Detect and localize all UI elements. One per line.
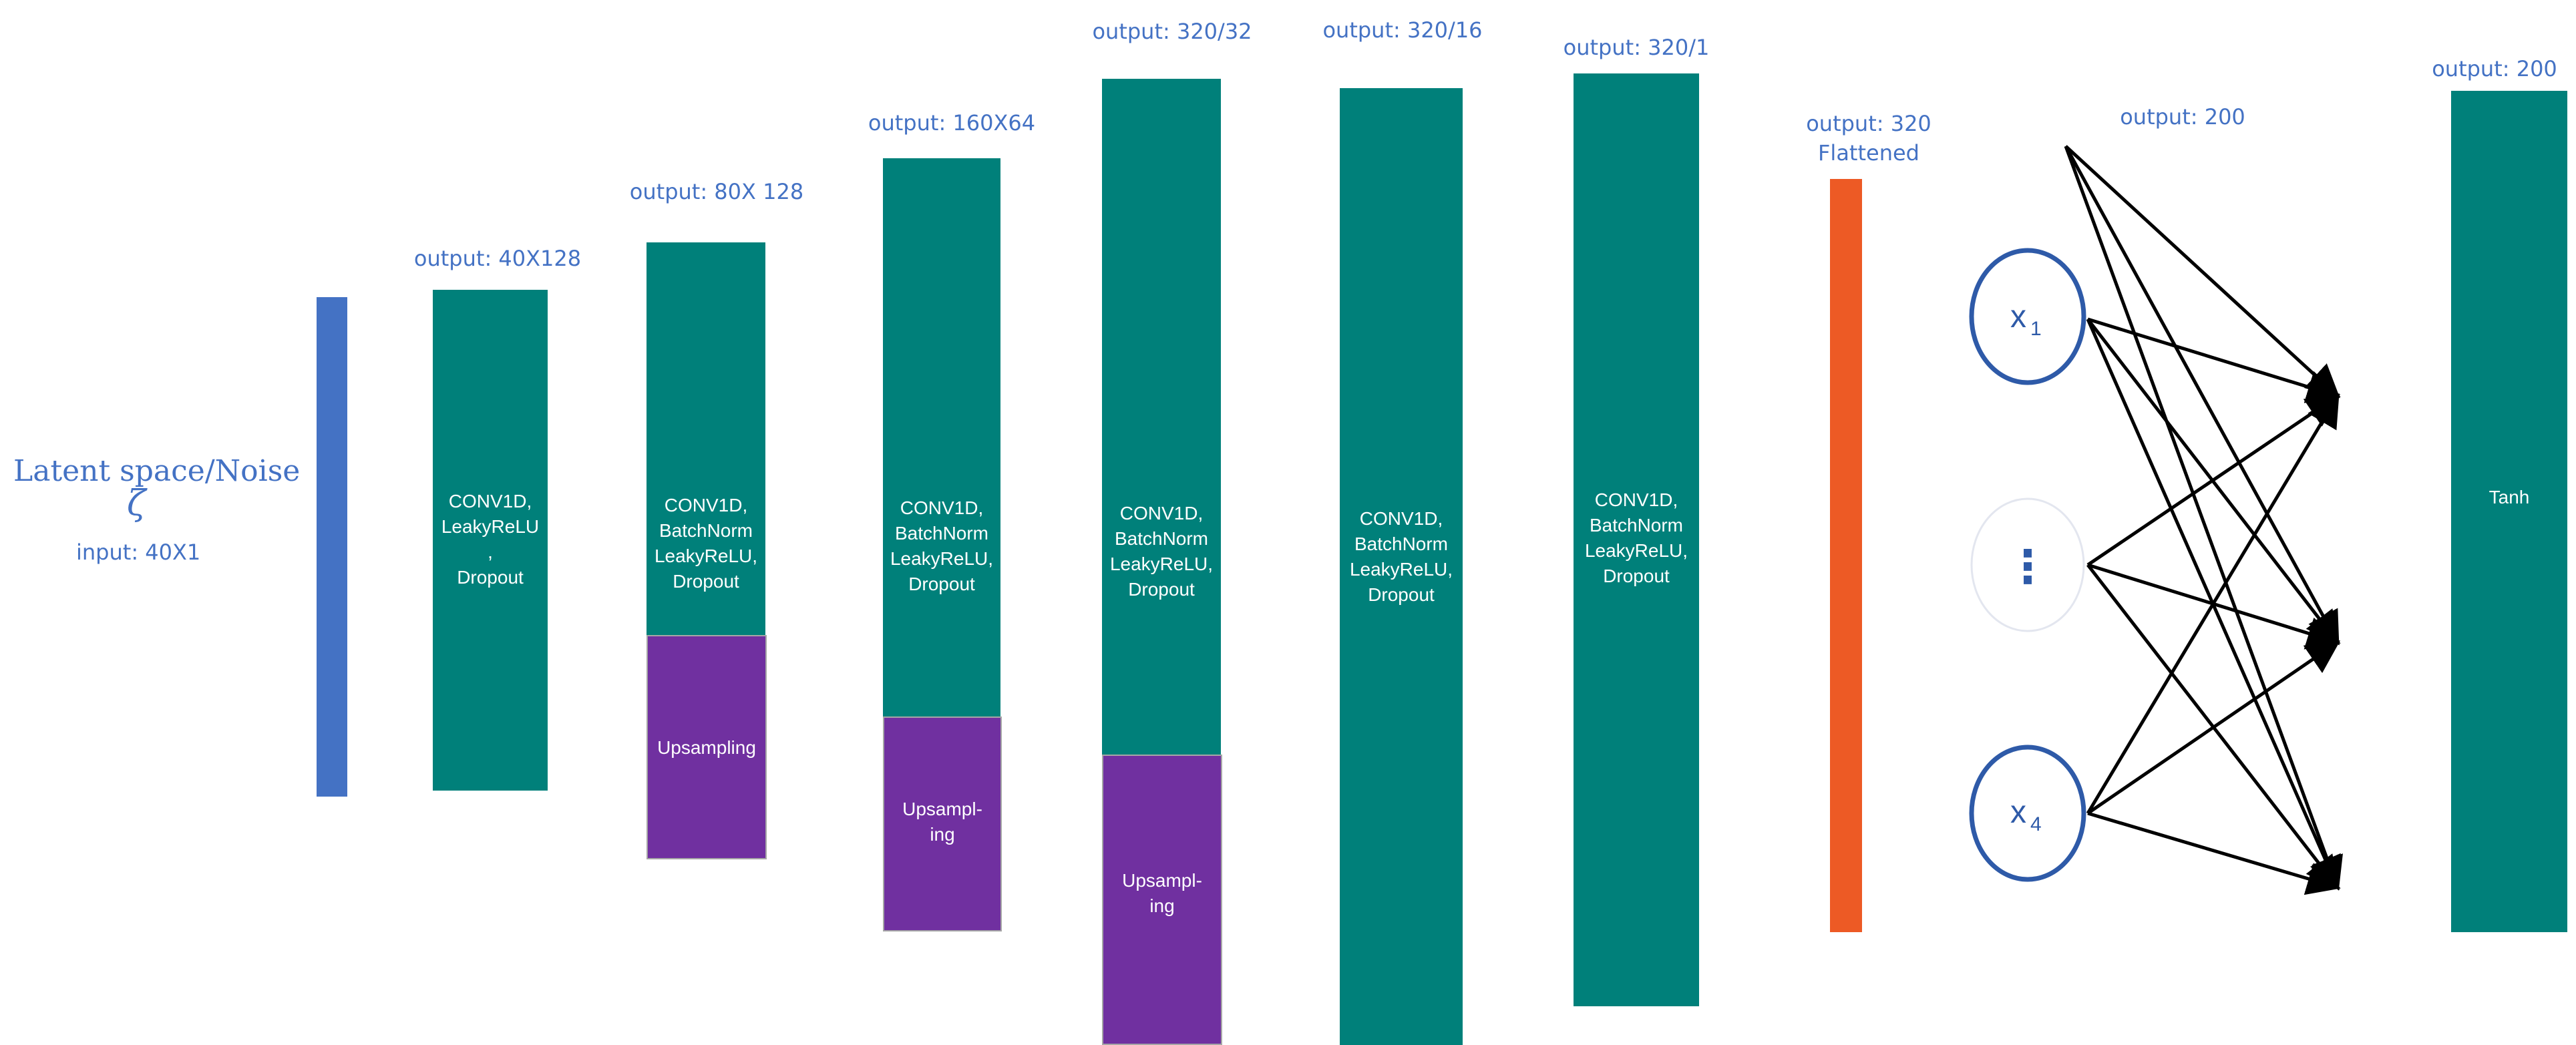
node-x4	[1969, 745, 2086, 882]
layer-5-output-label: output: 320/16	[1322, 17, 1483, 43]
layer-4-upsampling-label: Upsampl- ing	[1122, 870, 1202, 916]
connection-dots-to-out1	[2086, 394, 2341, 567]
connection-x1-to-out1	[2087, 317, 2341, 403]
layer-2-output-label: output: 80X 128	[629, 179, 804, 204]
tanh-output-block: Tanh	[2451, 91, 2567, 932]
node-ellipsis-dots: ⋮	[2005, 541, 2050, 594]
layer-3-output-label: output: 160X64	[868, 110, 1036, 136]
tanh-label: Tanh	[2489, 487, 2530, 507]
flatten-output-label: output: 320	[1806, 111, 1931, 136]
layer-3-upsampling-label: Upsampl- ing	[902, 799, 982, 845]
latent-symbol: ζ	[127, 483, 146, 524]
layer-6-output-label: output: 320/1	[1563, 35, 1710, 60]
node-x1-label: x	[2010, 299, 2026, 335]
connection-x4-to-out3	[2087, 811, 2341, 895]
layer-3-conv-label: CONV1D, BatchNorm LeakyReLU, Dropout	[890, 497, 994, 594]
node-x4-label: x	[2010, 795, 2026, 830]
layer-5-conv-label: CONV1D, BatchNorm LeakyReLU, Dropout	[1349, 508, 1453, 605]
layer-4-output-label: output: 320/32	[1092, 19, 1252, 44]
layer-4-upsampling-block: Upsampl- ing	[1102, 755, 1222, 1045]
layer-2-conv-label: CONV1D, BatchNorm LeakyReLU, Dropout	[654, 495, 758, 592]
connection-top-to-out1	[2064, 145, 2340, 399]
connection-x4-to-out1	[2086, 393, 2340, 815]
layer-2-upsampling-block: Upsampling	[647, 635, 767, 859]
node-ellipsis	[1970, 497, 2085, 632]
layer-2-upsampling-label: Upsampling	[657, 737, 756, 758]
layer-6-conv-block: CONV1D, BatchNorm LeakyReLU, Dropout	[1574, 73, 1699, 1006]
node-x1-subscript: 1	[2030, 318, 2042, 340]
layer-5-conv-block: CONV1D, BatchNorm LeakyReLU, Dropout	[1340, 88, 1463, 1045]
node-x4-subscript: 4	[2030, 813, 2042, 835]
layer-4-conv-block: CONV1D, BatchNorm LeakyReLU, Dropout	[1102, 79, 1221, 756]
layer-2-conv-block: CONV1D, BatchNorm LeakyReLU, Dropout	[647, 242, 765, 636]
layer-1-output-label: output: 40X128	[413, 246, 582, 271]
flattened-vector-bar	[1830, 179, 1862, 932]
node-x1	[1969, 248, 2086, 385]
dense-output-label: output: 200	[2120, 104, 2245, 130]
layer-6-conv-label: CONV1D, BatchNorm LeakyReLU, Dropout	[1584, 489, 1688, 586]
final-output-label: output: 200	[2432, 56, 2557, 81]
layer-4-conv-label: CONV1D, BatchNorm LeakyReLU, Dropout	[1109, 503, 1214, 600]
connection-x4-to-out2	[2086, 640, 2341, 815]
input-size-label: input: 40X1	[76, 540, 201, 565]
connection-top-to-out2	[2064, 145, 2340, 646]
flatten-label: Flattened	[1818, 140, 1919, 166]
layer-3-upsampling-block: Upsampl- ing	[883, 716, 1002, 931]
connection-top-to-out3	[2064, 146, 2343, 891]
layer-1-conv-block: CONV1D, LeakyReLU , Dropout	[433, 290, 548, 791]
layer-1-conv-label: CONV1D, LeakyReLU , Dropout	[441, 491, 540, 588]
latent-space-title: Latent space/Noise	[13, 454, 301, 488]
input-vector-bar	[317, 297, 347, 797]
layer-3-conv-block: CONV1D, BatchNorm LeakyReLU, Dropout	[883, 158, 1000, 718]
